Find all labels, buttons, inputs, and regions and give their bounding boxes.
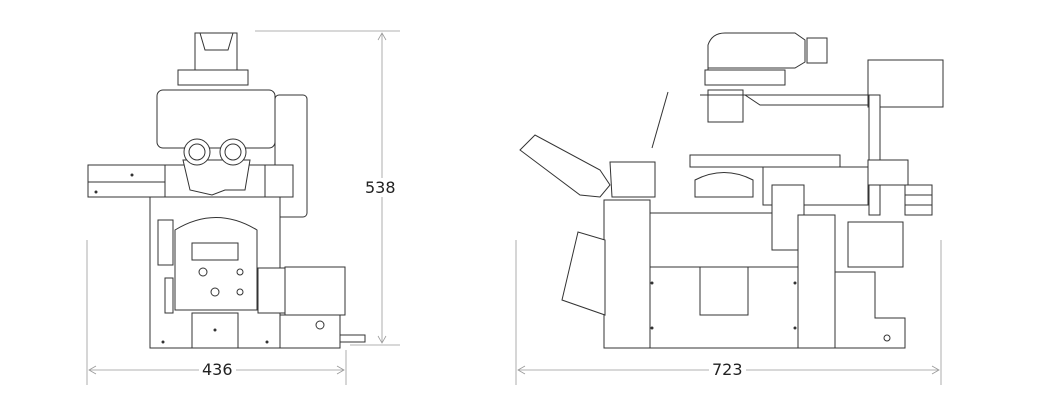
binocular-tube	[519, 134, 611, 198]
filter-blocks	[904, 184, 933, 216]
front-column	[603, 199, 651, 349]
display	[191, 242, 239, 261]
front-view	[87, 32, 366, 349]
depth-dimension-label: 723	[709, 360, 746, 379]
control-panel	[174, 217, 258, 311]
rear-lower-body	[834, 271, 906, 349]
lens-end	[806, 37, 828, 64]
right-eyepiece	[219, 138, 247, 166]
power-box	[279, 314, 341, 349]
left-eyepiece	[183, 138, 211, 166]
pillar	[868, 94, 881, 216]
shield-flap	[651, 91, 669, 149]
lamp-condenser	[707, 32, 806, 83]
left-knob-panel	[157, 219, 174, 266]
illuminator-head	[156, 89, 276, 149]
side-view	[519, 32, 944, 349]
drawer	[561, 231, 606, 316]
binocular-body	[182, 159, 251, 196]
height-dimension-label: 538	[362, 178, 399, 197]
upper-arm	[700, 94, 871, 106]
port-bar	[177, 69, 249, 86]
connector	[339, 334, 366, 343]
stage-plate	[689, 154, 841, 168]
camera-box	[284, 266, 346, 316]
nosepiece	[694, 172, 754, 198]
head-body	[609, 161, 656, 198]
camera-box	[847, 221, 904, 268]
width-dimension-label: 436	[199, 360, 236, 379]
rear-column	[797, 214, 836, 349]
